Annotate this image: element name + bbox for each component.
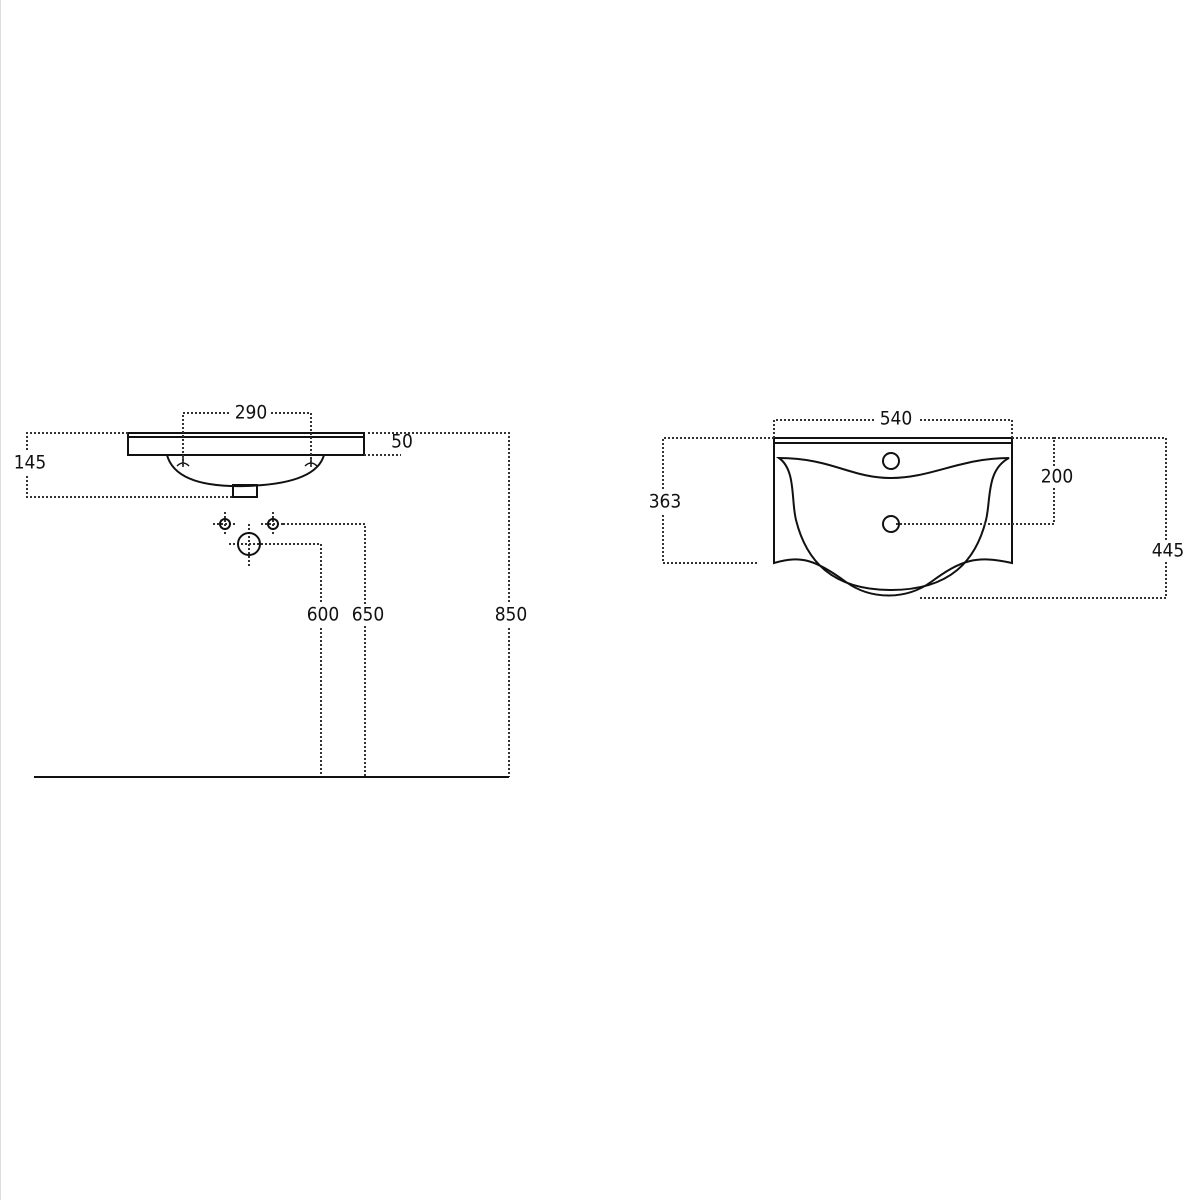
drain-outlet xyxy=(232,484,258,498)
supply-pipe-left-icon xyxy=(219,518,231,530)
waste-pipe-icon xyxy=(237,532,261,556)
dim-label-650: 650 xyxy=(352,604,385,626)
dim-label-600: 600 xyxy=(307,604,340,626)
dim-line-445 xyxy=(919,437,1167,599)
dim-line-850 xyxy=(368,432,510,777)
dim-label-290: 290 xyxy=(235,402,268,424)
dim-line-200 xyxy=(896,437,1055,525)
supply-pipe-right-icon xyxy=(267,518,279,530)
tap-hole-icon xyxy=(882,452,900,470)
basin-outline xyxy=(773,437,1013,597)
dim-label-363: 363 xyxy=(649,491,682,513)
basin-bowl xyxy=(775,456,1010,592)
pipe-centerlines xyxy=(213,512,285,566)
top-view: 540 363 200 445 xyxy=(646,408,1187,599)
dim-line-650 xyxy=(283,523,366,777)
tap-hole-left-icon xyxy=(176,457,190,467)
dim-line-600 xyxy=(261,543,322,777)
dim-label-200: 200 xyxy=(1041,466,1074,488)
dim-label-145: 145 xyxy=(14,452,47,474)
dim-label-850: 850 xyxy=(495,604,528,626)
dim-label-50: 50 xyxy=(391,431,413,453)
dim-label-445: 445 xyxy=(1152,540,1185,562)
basin-bowl xyxy=(166,454,325,488)
dim-label-540: 540 xyxy=(880,408,913,430)
side-view: 290 145 50 600 650 850 xyxy=(13,402,531,778)
drain-hole-icon xyxy=(882,515,900,533)
dim-line-145 xyxy=(26,432,233,498)
countertop-outline xyxy=(127,432,365,456)
